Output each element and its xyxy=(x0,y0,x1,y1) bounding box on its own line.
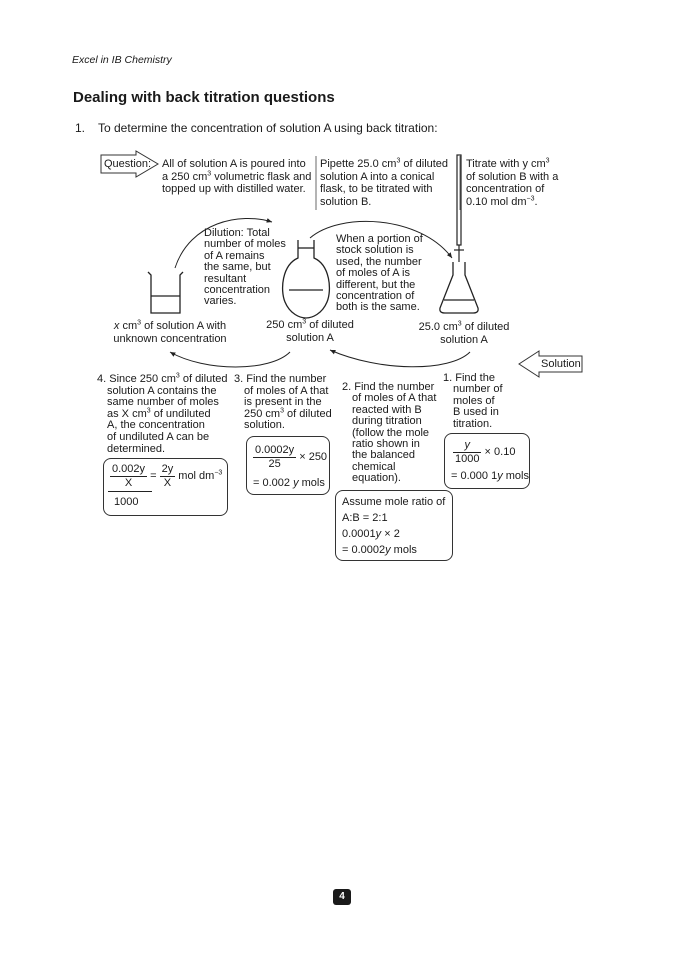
pour-step-text: All of solution A is poured into a 250 c… xyxy=(162,158,312,196)
question-label: Question: xyxy=(104,158,152,170)
book-title: Excel in IB Chemistry xyxy=(72,54,172,66)
calc-box-step-2: Assume mole ratio of A:B = 2:1 0.0001y ×… xyxy=(335,490,453,561)
conical-flask-label: 25.0 cm3 of diluted solution A xyxy=(418,320,510,346)
step-3-text: 3. Find the number of moles of A that is… xyxy=(234,373,332,432)
titrate-step-text: Titrate with y cm3 of solution B with a … xyxy=(466,157,559,208)
pipette-step-text: Pipette 25.0 cm3 of diluted solution A i… xyxy=(320,157,449,208)
question-arrow-shape xyxy=(100,150,159,178)
step-2-text: 2. Find the number of moles of A that re… xyxy=(342,381,437,485)
beaker-label: x cm3 of solution A with unknown concent… xyxy=(113,319,227,345)
beaker-icon xyxy=(147,271,184,314)
burette-icon xyxy=(454,154,464,262)
solution-arrow-shape xyxy=(518,350,583,378)
volumetric-flask-label: 250 cm3 of diluted solution A xyxy=(266,318,354,344)
question-text: To determine the concentration of soluti… xyxy=(98,121,438,135)
solution-label: Solution xyxy=(541,358,581,370)
page-number-badge: 4 xyxy=(333,889,351,905)
section-heading: Dealing with back titration questions xyxy=(73,89,335,106)
volumetric-flask-icon xyxy=(282,240,330,319)
conical-flask-icon xyxy=(439,262,479,314)
step-1-text: 1. Find the number of moles of B used in… xyxy=(443,372,503,430)
question-number: 1. xyxy=(75,121,86,135)
step-4-text: 4. Since 250 cm3 of diluted solution A c… xyxy=(97,372,228,455)
